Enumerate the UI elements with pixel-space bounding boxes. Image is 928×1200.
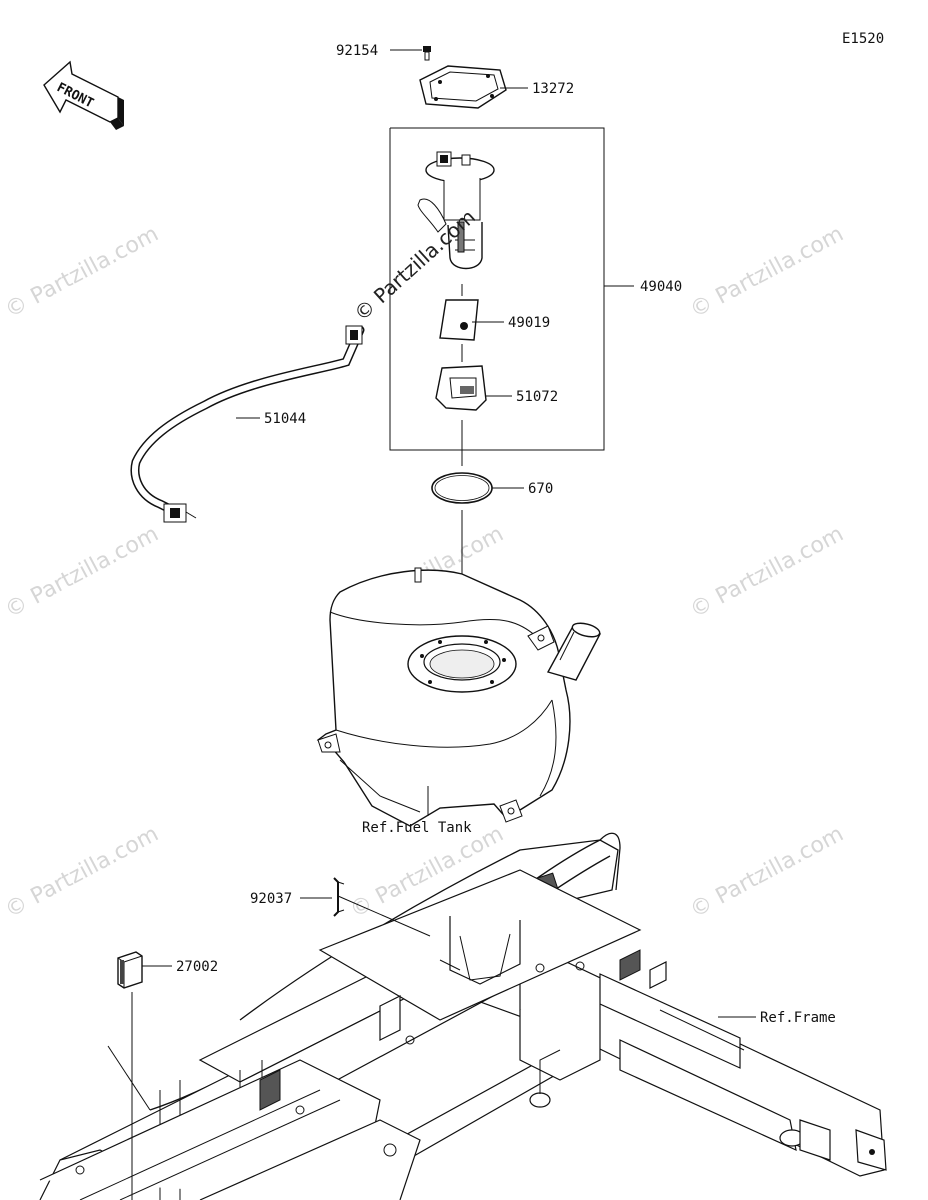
filter-49019 [439, 299, 479, 341]
clamp-92037 [333, 877, 345, 917]
callout-27002: 27002 [176, 959, 218, 975]
bolt-92154 [423, 46, 431, 61]
callout-13272: 13272 [532, 81, 574, 97]
hose-51044 [130, 325, 365, 523]
case-51072 [435, 365, 487, 411]
callout-92037: 92037 [250, 891, 292, 907]
diagram-code: E1520 [842, 31, 884, 47]
callout-49040: 49040 [640, 279, 682, 295]
plate-13272 [419, 65, 507, 109]
o-ring-670 [431, 472, 493, 504]
relay-27002 [117, 951, 143, 989]
callout-670: 670 [528, 481, 553, 497]
watermark-6: © Partzilla.com [1, 822, 163, 924]
watermark-3: © Partzilla.com [1, 522, 163, 624]
watermark-8: © Partzilla.com [686, 822, 848, 924]
assembly-bracket-49040 [389, 127, 605, 451]
callout-92154: 92154 [336, 43, 378, 59]
watermark-5: © Partzilla.com [686, 522, 848, 624]
fuel-pump-assembly [417, 151, 495, 270]
callout-51072: 51072 [516, 389, 558, 405]
watermark-2: © Partzilla.com [686, 222, 848, 324]
callout-51044: 51044 [264, 411, 306, 427]
callout-ref-frame: Ref.Frame [760, 1010, 836, 1026]
callout-ref-fuel-tank: Ref.Fuel Tank [362, 820, 472, 836]
front-arrow-icon: FRONT [43, 60, 124, 130]
callout-49019: 49019 [508, 315, 550, 331]
frame [39, 832, 887, 1200]
fuel-tank [316, 567, 602, 827]
watermark-1: © Partzilla.com [1, 222, 163, 324]
